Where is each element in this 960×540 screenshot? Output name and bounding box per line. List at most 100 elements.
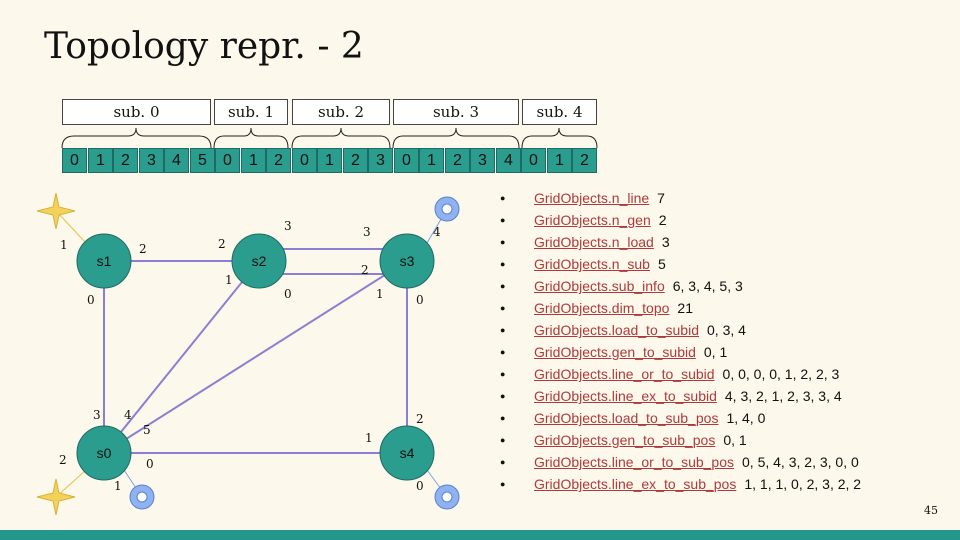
topo-cell: 3 [139,148,164,173]
topo-cell: 4 [164,148,189,173]
list-item: GridObjects.line_or_to_subid 0, 0, 0, 0, … [500,363,861,385]
attribute-link[interactable]: GridObjects.line_or_to_sub_pos [534,454,735,470]
brace-group [61,127,598,149]
port-label: 0 [284,287,292,301]
attribute-link[interactable]: GridObjects.gen_to_subid [534,344,696,360]
topo-cell: 3 [470,148,495,173]
attribute-value: 1, 4, 0 [726,410,766,426]
port-label: 0 [146,457,154,471]
topo-cell: 1 [419,148,444,173]
port-label: 2 [218,237,226,251]
attribute-value: 4, 3, 2, 1, 2, 3, 3, 4 [724,388,842,404]
attribute-link[interactable]: GridObjects.n_gen [534,212,651,228]
brace-sub2 [291,127,391,149]
list-item: GridObjects.dim_topo 21 [500,297,861,319]
topo-cell: 1 [547,148,572,173]
substation-node-s3: s3 [379,233,435,289]
topo-cell: 2 [445,148,470,173]
attribute-value: 3 [661,234,670,250]
topo-cell: 1 [317,148,342,173]
attribute-value: 0, 3, 4 [707,322,746,338]
port-label: 3 [284,219,292,233]
topo-cell: 4 [496,148,521,173]
attribute-link[interactable]: GridObjects.n_sub [534,256,650,272]
attribute-value: 0, 1 [723,432,747,448]
attribute-link[interactable]: GridObjects.sub_info [534,278,665,294]
list-item: GridObjects.load_to_sub_pos 1, 4, 0 [500,407,861,429]
page-number: 45 [924,504,938,517]
port-label: 2 [59,453,67,467]
list-item: GridObjects.sub_info 6, 3, 4, 5, 3 [500,275,861,297]
node-label-s1: s1 [97,253,112,269]
brace-sub1 [213,127,289,149]
attribute-value: 6, 3, 4, 5, 3 [672,278,743,294]
port-label: 0 [416,479,424,493]
port-label: 4 [124,408,132,422]
footer-bar [0,530,960,540]
attribute-link[interactable]: GridObjects.line_ex_to_subid [534,388,717,404]
attribute-link[interactable]: GridObjects.load_to_sub_pos [534,410,719,426]
attribute-value: 1, 1, 1, 0, 2, 3, 2, 2 [744,476,862,492]
attribute-link[interactable]: GridObjects.n_load [534,234,654,250]
list-item: GridObjects.gen_to_subid 0, 1 [500,341,861,363]
attribute-value: 2 [658,212,667,228]
list-item: GridObjects.gen_to_sub_pos 0, 1 [500,429,861,451]
topo-cell: 2 [113,148,138,173]
generator-star-icon [36,192,76,230]
attribute-link[interactable]: GridObjects.gen_to_sub_pos [534,432,716,448]
gen-connector-s1 [55,210,87,244]
port-label: 2 [361,263,369,277]
port-label: 5 [143,423,151,437]
node-label-s2: s2 [252,253,267,269]
brace-sub3 [392,127,520,149]
attribute-link[interactable]: GridObjects.line_ex_to_sub_pos [534,476,737,492]
attribute-value: 21 [677,300,693,316]
port-label: 2 [139,242,147,256]
port-label: 1 [60,238,68,252]
topo-cell: 0 [292,148,317,173]
list-item: GridObjects.load_to_subid 0, 3, 4 [500,319,861,341]
attribute-link[interactable]: GridObjects.line_or_to_subid [534,366,715,382]
port-label: 3 [93,408,101,422]
port-label: 3 [363,225,371,239]
generator-star-icon [36,478,76,516]
attribute-value: 0, 1 [703,344,728,360]
attribute-value: 0, 0, 0, 0, 1, 2, 2, 3 [722,366,840,382]
port-label: 2 [416,412,424,426]
node-label-s0: s0 [97,445,112,461]
gen-connector-s0 [55,469,87,498]
substation-box-1: sub. 1 [214,99,288,125]
attribute-link[interactable]: GridObjects.load_to_subid [534,322,699,338]
port-label: 1 [365,431,373,445]
port-labels: 1 2 0 2 3 1 0 3 4 2 1 0 3 4 5 2 0 1 2 1 … [59,219,441,493]
load-icon [434,484,460,510]
substation-node-s2: s2 [231,233,287,289]
load-icon [129,484,155,510]
port-label: 0 [416,293,424,307]
topo-cell: 1 [88,148,113,173]
list-item: GridObjects.line_ex_to_subid 4, 3, 2, 1, … [500,385,861,407]
substation-box-3: sub. 3 [393,99,519,125]
port-label: 0 [87,293,95,307]
attribute-link[interactable]: GridObjects.n_line [534,190,650,206]
topo-cell: 5 [190,148,215,173]
list-item: GridObjects.n_sub 5 [500,253,861,275]
attribute-value: 0, 5, 4, 3, 2, 3, 0, 0 [742,454,859,470]
substation-box-0: sub. 0 [62,99,211,125]
list-item: GridObjects.line_or_to_sub_pos 0, 5, 4, 3… [500,451,861,473]
substation-box-4: sub. 4 [522,99,597,125]
substation-node-s1: s1 [76,233,132,289]
line-s2-s0 [103,260,260,454]
slide-title: Topology repr. - 2 [44,26,364,67]
load-icon [434,196,460,222]
brace-sub0 [61,127,212,149]
attribute-link[interactable]: GridObjects.dim_topo [534,300,670,316]
substation-node-s0: s0 [76,425,132,481]
list-item: GridObjects.n_load 3 [500,231,861,253]
topo-cell: 0 [521,148,546,173]
attribute-value: 5 [657,256,666,272]
topo-cell: 2 [572,148,597,173]
